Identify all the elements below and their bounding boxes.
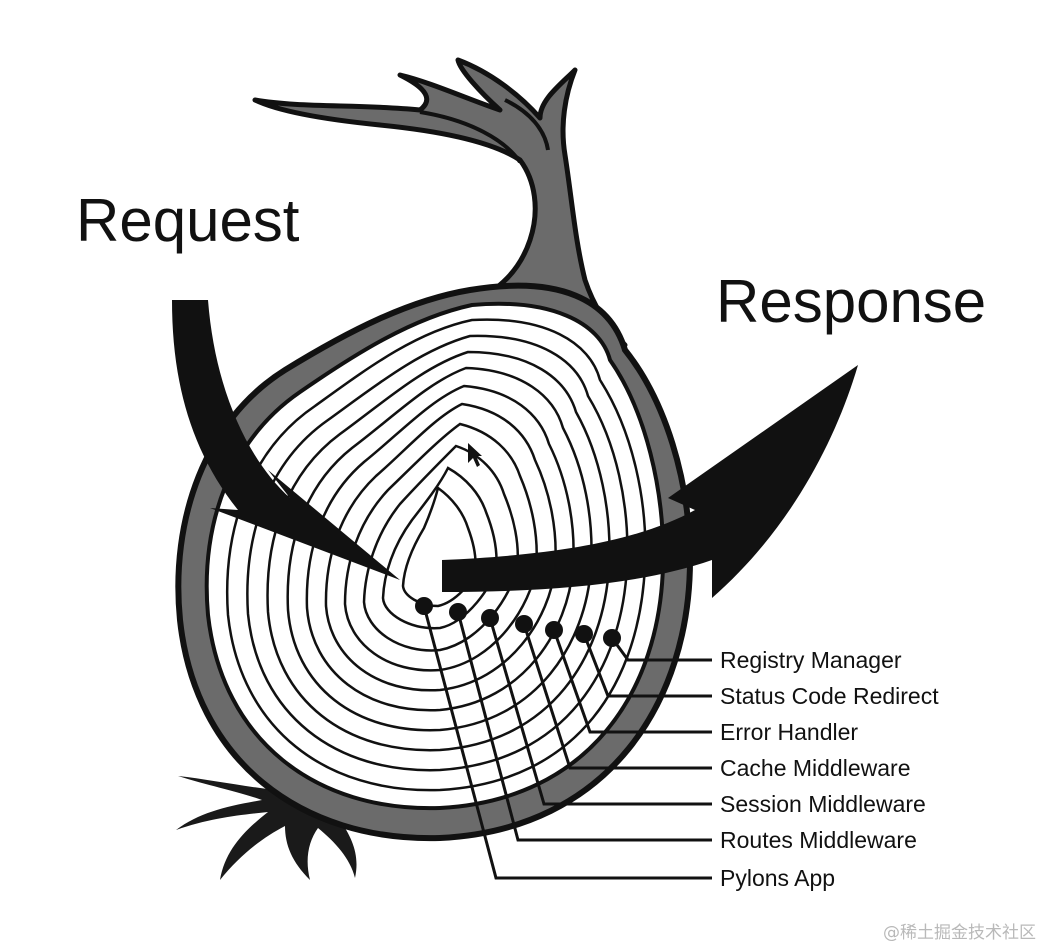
onion-ring-3 xyxy=(266,350,611,752)
layer-dot-pylons-app xyxy=(415,597,433,615)
layer-dot-error-handler xyxy=(545,621,563,639)
onion-ring-6 xyxy=(324,402,557,692)
layer-dot-cache-middleware xyxy=(515,615,533,633)
onion-ring-8 xyxy=(362,444,519,652)
layer-dots xyxy=(415,597,621,647)
leader-line-session-middleware xyxy=(488,617,712,806)
layer-leader-lines xyxy=(422,605,712,880)
leader-line-pylons-app xyxy=(422,605,712,880)
onion-ring-1 xyxy=(226,318,647,792)
onion-ring-10 xyxy=(401,485,477,608)
leader-line-cache-middleware xyxy=(522,623,712,770)
leader-line-registry-manager xyxy=(610,637,712,662)
watermark: @稀土掘金技术社区 xyxy=(883,923,1036,943)
layer-dot-session-middleware xyxy=(481,609,499,627)
layer-label-session-middleware: Session Middleware xyxy=(720,791,926,817)
leader-line-routes-middleware xyxy=(456,611,712,842)
onion-ring-5 xyxy=(305,384,575,712)
leader-line-error-handler xyxy=(552,629,712,734)
response-arrow xyxy=(442,365,858,598)
onion-ring-4 xyxy=(286,366,593,732)
pointer-cursor-icon xyxy=(468,443,482,467)
onion-rings xyxy=(226,318,647,792)
onion-ring-2 xyxy=(246,334,629,772)
leader-line-status-code-redirect xyxy=(582,633,712,698)
layer-label-error-handler: Error Handler xyxy=(720,719,858,745)
response-label: Response xyxy=(716,268,986,335)
layer-dot-status-code-redirect xyxy=(575,625,593,643)
layer-label-status-code-redirect: Status Code Redirect xyxy=(720,683,939,709)
layer-label-cache-middleware: Cache Middleware xyxy=(720,755,910,781)
layer-dot-registry-manager xyxy=(603,629,621,647)
request-label: Request xyxy=(76,187,300,254)
onion-ring-9 xyxy=(381,466,498,630)
onion-stem xyxy=(252,57,628,348)
layer-dot-routes-middleware xyxy=(449,603,467,621)
request-arrow xyxy=(172,300,400,580)
layer-label-registry-manager: Registry Manager xyxy=(720,647,902,673)
layer-label-routes-middleware: Routes Middleware xyxy=(720,827,917,853)
layer-label-pylons-app: Pylons App xyxy=(720,865,835,891)
